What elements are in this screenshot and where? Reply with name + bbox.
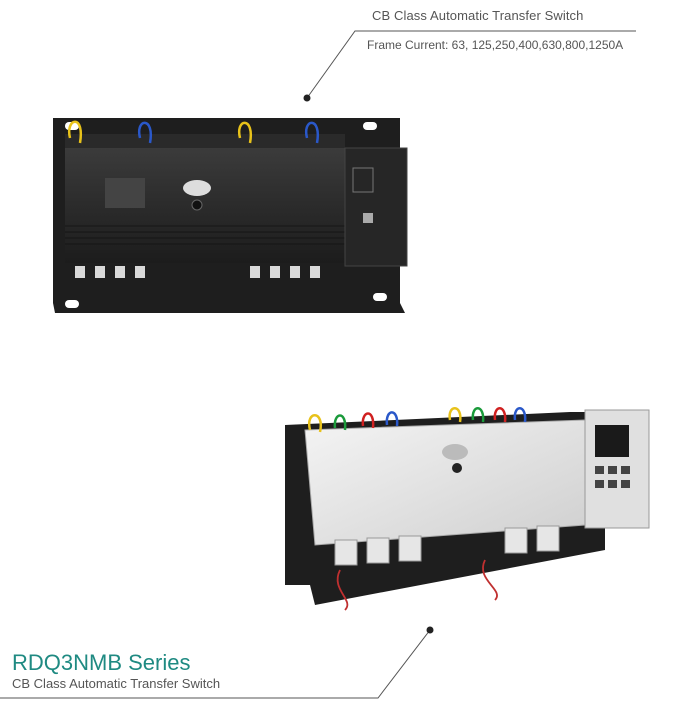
product-image-bottom	[285, 407, 650, 611]
product-image-top	[53, 118, 408, 313]
series-subtitle: CB Class Automatic Transfer Switch	[12, 676, 221, 691]
top-caption-subtitle: Frame Current: 63, 125,250,400,630,800,1…	[367, 38, 624, 52]
series-title: RDQ3NMB Series	[12, 650, 191, 675]
top-caption-title: CB Class Automatic Transfer Switch	[372, 8, 584, 23]
